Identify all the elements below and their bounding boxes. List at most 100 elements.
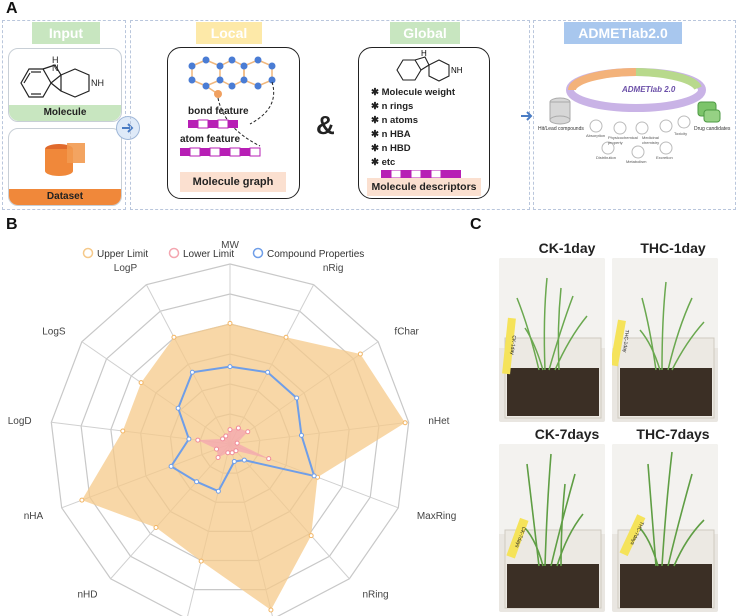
molecule-descriptors-label: Molecule descriptors (367, 178, 481, 196)
lower-limit-point (223, 433, 229, 439)
caption-thc-1day: THC-1day (640, 240, 706, 256)
lower-limit-point (266, 456, 272, 462)
legend-marker (82, 247, 94, 259)
input-frame (2, 20, 126, 210)
molecule-label: Molecule (9, 105, 121, 121)
svg-text:N: N (52, 63, 59, 73)
upper-limit-point (198, 558, 204, 564)
compound-properties-point (186, 436, 192, 442)
admet-module-label: Physicochemical property (608, 135, 638, 145)
upper-limit-point (171, 334, 177, 340)
compound-properties-point (298, 432, 304, 438)
radar-axis-label: MW (221, 240, 239, 251)
compound-properties-point (194, 479, 200, 485)
upper-limit-point (79, 497, 85, 503)
svg-text:H: H (421, 49, 427, 58)
lower-limit-point (215, 454, 221, 460)
radar-axis-label: nRig (323, 263, 344, 274)
compound-properties-point (231, 458, 237, 464)
plant-photo-ck-7days: CK-7days (499, 444, 605, 612)
molecule-graph-box: bond feature atom feature Molecule graph (167, 47, 300, 199)
compound-properties-point (227, 364, 233, 370)
radar-grid-ring (50, 263, 410, 616)
radar-axis-label: nHet (428, 416, 449, 427)
admet-module-label: Distribution (596, 155, 617, 160)
compound-properties-point (189, 369, 195, 375)
admetlab-workflow-diagram (549, 68, 721, 159)
global-pill: Global (390, 22, 460, 44)
descriptor-item: ✱ n rings (371, 101, 414, 112)
upper-limit-point (283, 334, 289, 340)
svg-text:NH: NH (91, 78, 104, 88)
database-icon (45, 143, 85, 176)
lower-limit-point (234, 440, 240, 446)
admet-module-label: Excretion (656, 155, 673, 160)
descriptor-item: ✱ n HBA (371, 129, 411, 140)
input-label: Input (32, 22, 100, 44)
upper-limit-point (227, 320, 233, 326)
atom-feature-label: atom feature (180, 134, 241, 145)
upper-limit-point (268, 607, 274, 613)
radar-axis-label: LogS (42, 327, 66, 338)
radar-axis-label: MaxRing (417, 511, 456, 522)
descriptor-text: n HBA (381, 129, 411, 140)
local-pill: Local (196, 22, 262, 44)
panel-c-letter: C (470, 216, 482, 233)
admetlab-label: ADMETlab2.0 (564, 22, 682, 44)
lower-limit-point (235, 425, 241, 431)
caption-ck-1day: CK-1day (538, 240, 596, 256)
legend-label: Compound Properties (267, 249, 364, 260)
upper-limit-point (138, 380, 144, 386)
descriptor-text: etc (381, 157, 396, 168)
drug-candidates-label: Drug candidates (694, 126, 731, 132)
compound-properties-point (311, 473, 317, 479)
compound-properties-point (175, 405, 181, 411)
lower-limit-point (229, 450, 235, 456)
admetlab-frame (533, 20, 736, 210)
caption-ck-7days: CK-7days (534, 426, 600, 442)
descriptor-text: Molecule weight (381, 87, 455, 98)
compound-properties-point (241, 457, 247, 463)
bond-feature-label: bond feature (188, 106, 249, 117)
plant-photo-thc-7days: THC-7days (612, 444, 718, 612)
radar-axis-label: LogD (8, 416, 32, 427)
descriptor-item: ✱ etc (371, 157, 396, 168)
radar-axis-label: nRing (362, 590, 388, 601)
compound-properties-area (169, 365, 316, 493)
lower-limit-point (220, 436, 226, 442)
descriptor-item: ✱ n HBD (371, 143, 411, 154)
molecule-descriptors-box: H NH ✱ Molecule weight ✱ n rings ✱ n ato… (358, 47, 490, 199)
admetlab-pill: ADMETlab2.0 (564, 22, 682, 44)
hit-lead-label: Hit/Lead compounds (538, 126, 584, 132)
legend-label: Lower Limit (183, 249, 234, 260)
upper-limit-point (402, 420, 408, 426)
admet-logo-text: ADMETlab 2.0 (622, 85, 676, 94)
indoline-structure-small-icon: H NH (396, 49, 463, 82)
descriptor-text: n HBD (381, 143, 411, 154)
admet-module-label: Medicinal chemistry (642, 135, 660, 145)
caption-thc-7days: THC-7days (636, 426, 710, 442)
svg-text:H: H (52, 55, 59, 65)
radar-axis-label: fChar (394, 327, 419, 338)
upper-limit-point (153, 525, 159, 531)
upper-limit-point (120, 428, 126, 434)
compound-properties-point (168, 463, 174, 469)
admet-module-label: Metabolism (626, 159, 647, 164)
upper-limit-area (81, 323, 406, 611)
admet-module-label: Toxicity (674, 131, 688, 136)
global-label: Global (390, 22, 460, 44)
arrow-right-icon (116, 116, 140, 140)
molecule-graph-diagram (180, 56, 276, 157)
panel-a-letter: A (6, 0, 18, 17)
legend-label: Upper Limit (97, 249, 148, 260)
dataset-label: Dataset (9, 189, 121, 205)
indoline-structure-icon: HN NH (20, 55, 104, 98)
descriptor-item: ✱ n atoms (371, 115, 419, 126)
lower-limit-point (245, 429, 251, 435)
radar-chart: MWnRigfCharnHetMaxRingnRingnRotTPSAnHDnH… (8, 240, 456, 616)
lower-limit-point (195, 437, 201, 443)
radar-axis-label: nHA (24, 511, 44, 522)
admet-module-label: Absorption (586, 133, 606, 138)
legend-marker (252, 247, 264, 259)
